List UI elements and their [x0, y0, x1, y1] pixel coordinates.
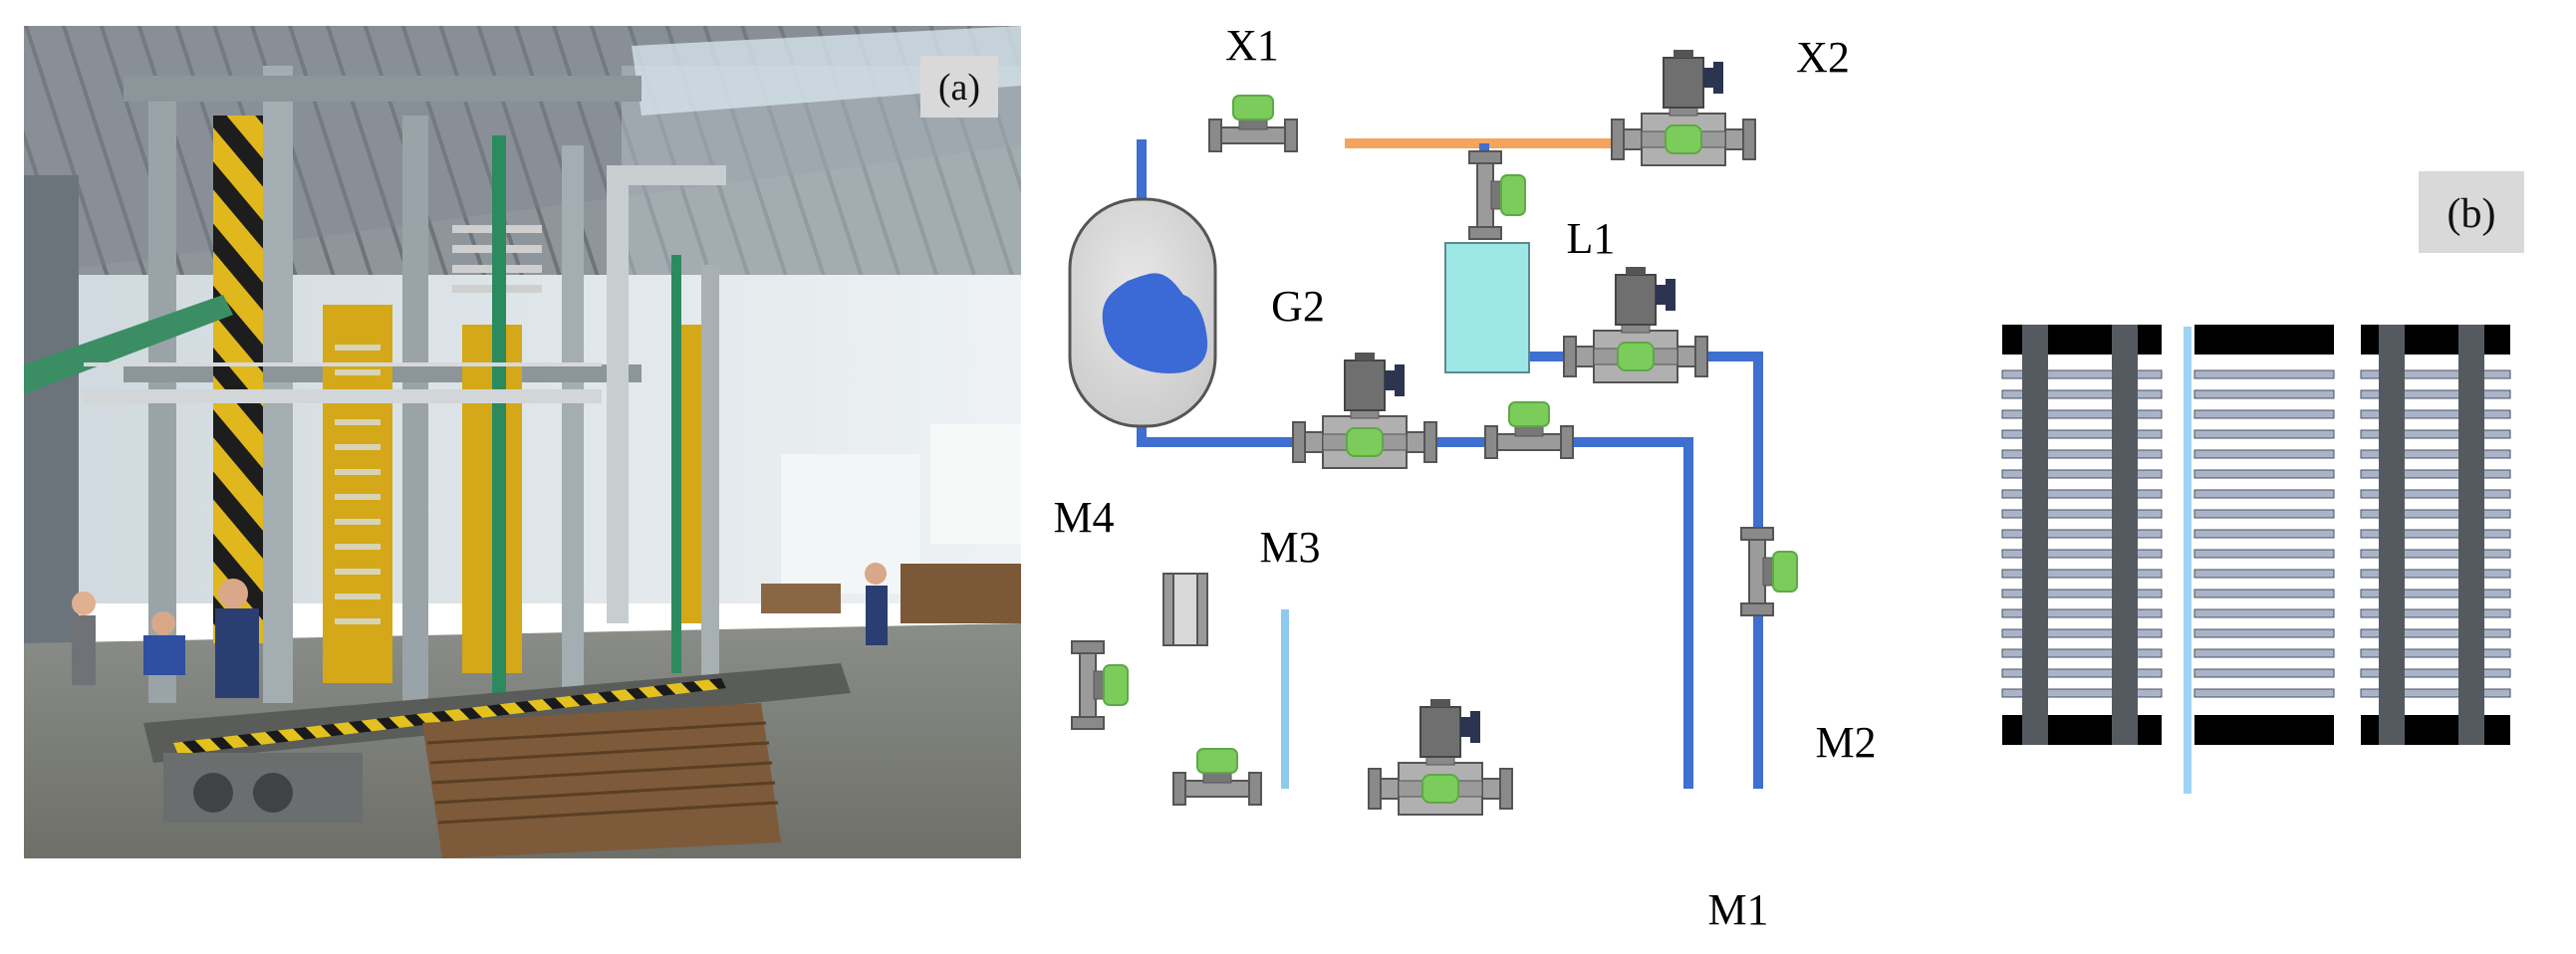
x2-valve — [1611, 49, 1756, 166]
lower-feed-valve — [1172, 748, 1262, 806]
factory-photo: (a) — [24, 26, 1021, 858]
label-m4: M4 — [1053, 493, 1114, 542]
press-stack-left — [2001, 325, 2163, 745]
panel-b-label: (b) — [2419, 171, 2524, 253]
water-icon — [1102, 273, 1208, 373]
m2-riser-valve — [1740, 527, 1798, 616]
press-stack-right — [2360, 325, 2511, 745]
label-g2: G2 — [1271, 282, 1325, 331]
label-l1: L1 — [1567, 214, 1616, 263]
g2-vessel — [1068, 197, 1217, 428]
label-m2: M2 — [1815, 718, 1876, 767]
m3-fitting — [1162, 573, 1208, 646]
piping-schematic: X1 X2 L1 G2 M4 M3 M2 M1 (b) — [1053, 21, 2558, 934]
main-pump-valve — [1368, 698, 1513, 816]
press-stack-middle — [2193, 325, 2335, 745]
cold-line-valve — [1484, 401, 1574, 459]
label-x1: X1 — [1225, 21, 1279, 70]
l1-inlet-valve — [1468, 150, 1526, 240]
label-m3: M3 — [1259, 523, 1320, 572]
panel-a-label: (a) — [920, 56, 998, 118]
g2-outlet-valve — [1292, 352, 1437, 469]
label-m1: M1 — [1707, 885, 1768, 934]
label-x2: X2 — [1796, 33, 1850, 82]
svg-text:(a): (a) — [938, 67, 980, 109]
svg-text:(b): (b) — [2447, 191, 2496, 237]
l1-tank — [1444, 242, 1530, 373]
x1-valve — [1208, 95, 1298, 152]
l1-outlet-valve — [1563, 266, 1708, 383]
m4-valve — [1071, 640, 1129, 730]
